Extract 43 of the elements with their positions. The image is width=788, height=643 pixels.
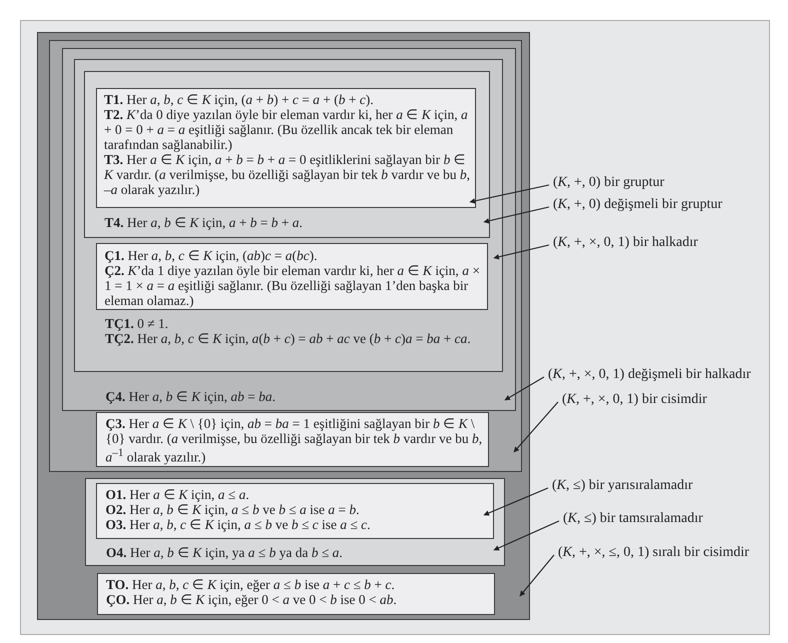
structure-label: (K, +, ×, ≤, 0, 1) sıralı bir cisimdir [558, 545, 750, 561]
axiom-box [37, 32, 530, 620]
axiom-text: T1. Her a, b, c ∈ K için, (a + b) + c = a + (b + c). [104, 92, 374, 107]
axiom-text: Ç3. Her a ∈ K \ {0} için, ab = ba = 1 eşitliğini sağlayan bir b ∈ K \ {0} vardır. (a verilmişse, bu özelliği sağlayan bir tek b vardır ve bu b, a$^{–1}$ olarak yazılır.) [106, 416, 484, 464]
leader-line [484, 488, 548, 516]
axiom-box [48, 40, 522, 472]
axiom-text: O3. Her a, b, c ∈ K için, a ≤ b ve b ≤ c ise a ≤ c. [106, 516, 372, 532]
axiom-text: O2. Her a, b ∈ K için, a ≤ b ve b ≤ a ise a = b. [106, 502, 360, 516]
structure-label: (K, +, 0) değişmeli bir gruptur [553, 197, 722, 213]
axiom-text: TÇ1. 0 ≠ 1. [105, 316, 170, 331]
structure-label: (K, +, ×, 0, 1) değişmeli bir halkadır [548, 367, 751, 383]
structure-label: (K, +, ×, 0, 1) bir cisimdir [562, 392, 707, 408]
axiom-text: O4. Her a, b ∈ K için, ya a ≤ b ya da b ≤ a. [106, 545, 344, 560]
axiom-box [96, 483, 494, 539]
axiom-box [96, 88, 476, 208]
axiom-box [62, 48, 516, 411]
axiom-box [84, 71, 490, 238]
structure-label: (K, +, 0) bir gruptur [553, 175, 664, 191]
structure-label: (K, ≤) bir tamsıralamadır [563, 511, 703, 527]
axiom-text: T4. Her a, b ∈ K için, a + b = b + a. [104, 214, 304, 230]
axiom-text: TÇ2. Her a, b, c ∈ K için, a(b + c) = ab + ac ve (b + c)a = ba + ca. [105, 331, 472, 346]
leader-line [520, 554, 554, 596]
axiom-text: Ç4. Her a, b ∈ K için, ab = ba. [106, 388, 277, 404]
structure-label: (K, +, ×, 0, 1) bir halkadır [553, 235, 698, 251]
axiom-box [96, 572, 494, 614]
leader-line [514, 402, 558, 452]
axiom-box [96, 412, 489, 467]
leader-line [493, 244, 550, 260]
axiom-text: T3. Her a ∈ K için, a + b = b + a = 0 eşitliklerini sağlayan bir b ∈ K vardır. (a verilmişse, bu özelliği sağlayan bir tek b vardır ve bu b, –a olarak yazılır.) [104, 152, 471, 197]
axiom-box [84, 478, 504, 566]
leader-line [504, 376, 544, 400]
leader-line [469, 184, 550, 204]
axiom-box [74, 58, 502, 372]
leader-line [483, 206, 550, 224]
axiom-text: ÇO. Her a, b ∈ K için, eğer 0 < a ve 0 < b ise 0 < ab. [106, 592, 398, 607]
leader-line [494, 520, 560, 550]
axiom-text: T2. K’da 0 diye yazılan öyle bir eleman vardır ki, her a ∈ K için, a + 0 = 0 + a = a eşitliği sağlanır. (Bu özellik ancak tek bir eleman tarafından sağlanabilir.) [104, 107, 469, 152]
structure-label: (K, ≤) bir yarısıralamadır [552, 478, 693, 494]
axiom-text: Ç1. Her a, b, c ∈ K için, (ab)c = a(bc). [104, 248, 318, 262]
axiom-box [96, 243, 488, 310]
axiom-text: TO. Her a, b, c ∈ K için, eğer a ≤ b ise a + c ≤ b + c. [106, 577, 396, 592]
axiom-text: O1. Her a ∈ K için, a ≤ a. [106, 486, 250, 502]
axiom-text: Ç2. K’da 1 diye yazılan öyle bir eleman vardır ki, her a ∈ K için, a × 1 = 1 × a = a eşitliği sağlanır. (Bu özelliği sağlayan 1’den başka bir eleman olamaz.) [104, 262, 481, 308]
